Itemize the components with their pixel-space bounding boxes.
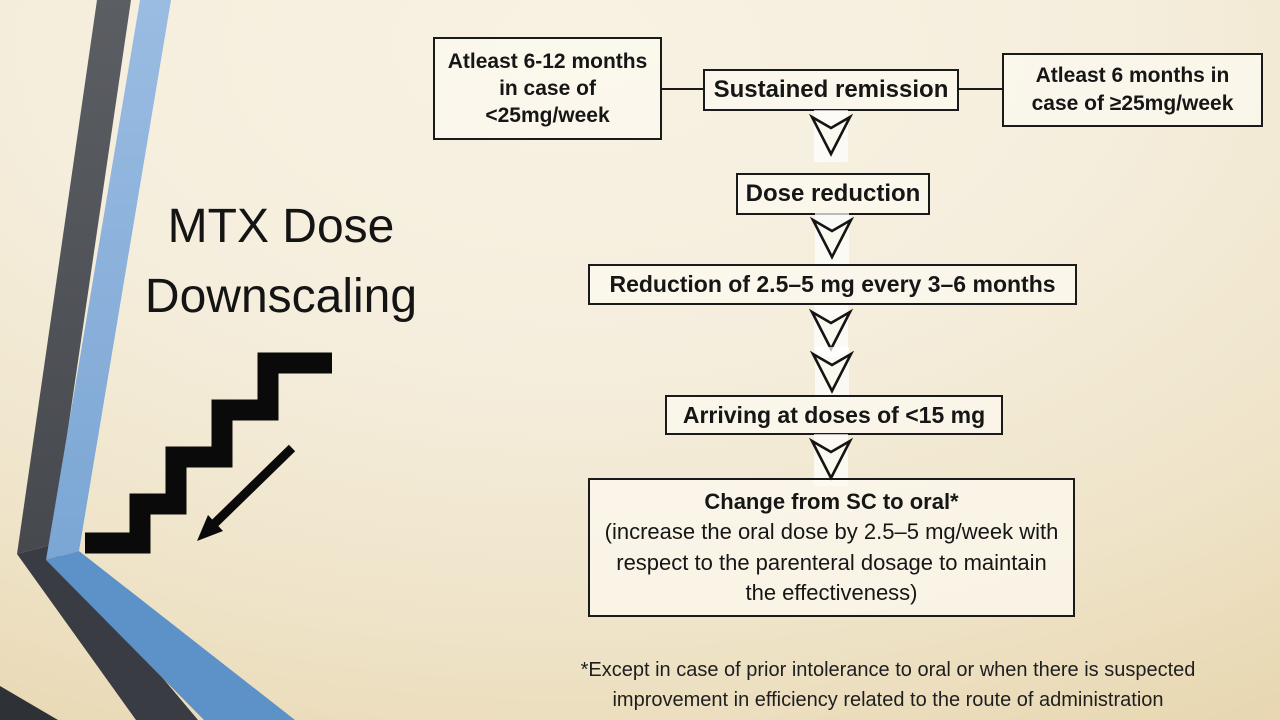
- flow-box-condition-right: Atleast 6 months in case of ≥25mg/week: [1002, 53, 1263, 127]
- flow-box-label: Dose reduction: [745, 180, 921, 207]
- chevron-down-icon: [810, 347, 854, 399]
- flow-box-label: Sustained remission: [713, 76, 949, 103]
- footnote-text: *Except in case of prior intolerance to …: [580, 659, 1196, 711]
- chevron-down-icon: [809, 110, 853, 162]
- flow-box-detail: (increase the oral dose by 2.5–5 mg/week…: [604, 519, 1059, 605]
- descending-stairs-icon: [85, 352, 332, 554]
- flow-box-label: Atleast 6-12 months in case of <25mg/wee…: [447, 49, 648, 128]
- flow-box-dose-reduction: Dose reduction: [736, 173, 930, 215]
- flow-box-sustained-remission: Sustained remission: [703, 69, 959, 111]
- flow-box-condition-left: Atleast 6-12 months in case of <25mg/wee…: [433, 37, 662, 140]
- flow-box-arriving-doses: Arriving at doses of <15 mg: [665, 395, 1003, 435]
- chevron-down-icon: [810, 213, 854, 265]
- arrow-head: [197, 515, 223, 541]
- flow-box-label: Arriving at doses of <15 mg: [682, 401, 986, 428]
- flow-box-reduction-rate: Reduction of 2.5–5 mg every 3–6 months: [588, 264, 1077, 305]
- stairs-steps: [85, 352, 332, 554]
- corner-wedge: [0, 686, 58, 720]
- flow-box-label: Reduction of 2.5–5 mg every 3–6 months: [609, 271, 1056, 297]
- dark-ribbon-lower: [17, 545, 198, 720]
- page-title: MTX Dose Downscaling: [144, 200, 418, 323]
- blue-ribbon-lower: [46, 551, 295, 720]
- arrow-shaft: [208, 444, 296, 530]
- flow-box-heading: Change from SC to oral*: [704, 488, 959, 514]
- connector-line-right: [958, 88, 1003, 90]
- chevron-down-icon: [809, 434, 853, 486]
- connector-line-left: [662, 88, 704, 90]
- flow-box-label: Atleast 6 months in case of ≥25mg/week: [1031, 63, 1234, 115]
- flow-box-change-to-oral: Change from SC to oral* (increase the or…: [588, 478, 1075, 617]
